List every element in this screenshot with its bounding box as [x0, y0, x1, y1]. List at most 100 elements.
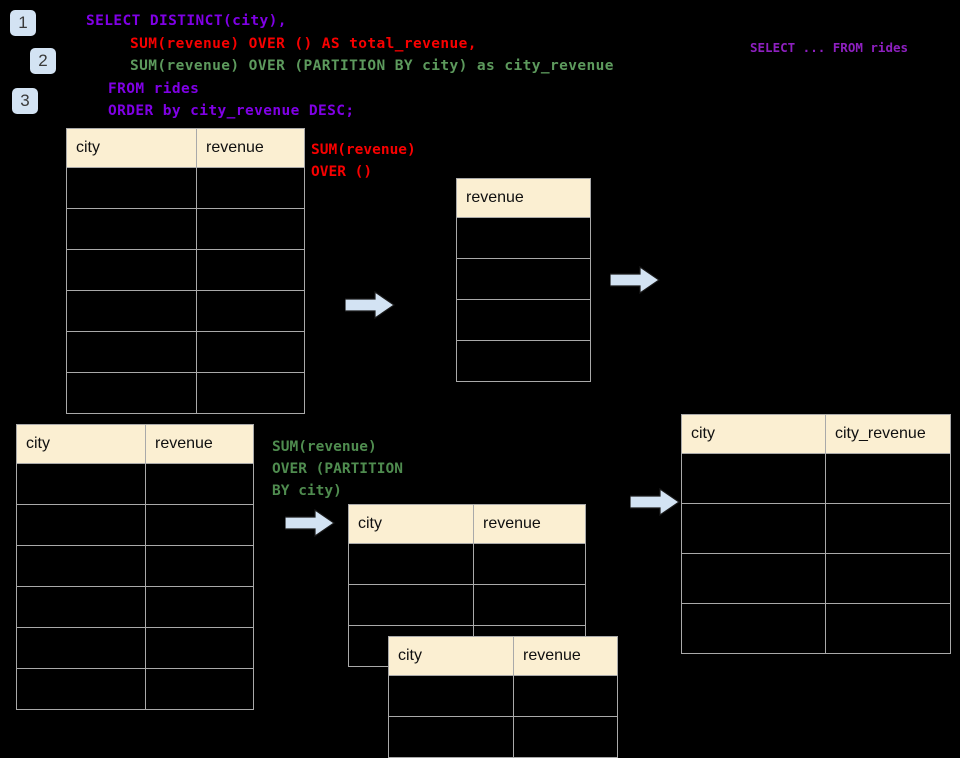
table-row: [681, 553, 951, 604]
cell-revenue: [145, 463, 254, 505]
column-header-revenue: revenue: [473, 504, 586, 544]
table-row: [16, 545, 254, 587]
table-row: [16, 586, 254, 628]
table-row: [16, 668, 254, 710]
sql-line-from-rides: FROM rides: [108, 81, 200, 97]
cell-city: [66, 208, 197, 250]
table-row: [16, 463, 254, 505]
cell-city-revenue: [825, 503, 951, 554]
annotation-sum-over-partition: SUM(revenue) OVER (PARTITION BY city): [272, 439, 403, 499]
table-row: [66, 249, 305, 291]
cell-revenue: [513, 716, 618, 758]
table-rides-bottom: city revenue: [16, 424, 254, 710]
step-badge-1: 1: [10, 10, 36, 36]
table-row: [681, 453, 951, 504]
cell-revenue: [196, 331, 305, 373]
cell-revenue: [196, 208, 305, 250]
arrow-right-icon: [345, 290, 395, 320]
cell-city: [16, 668, 146, 710]
cell-city: [66, 290, 197, 332]
cell-city: [66, 167, 197, 209]
cell-revenue: [473, 543, 586, 585]
table-row: [456, 299, 591, 341]
cell-revenue: [145, 586, 254, 628]
cell-city: [16, 504, 146, 546]
column-header-city: city: [681, 414, 826, 454]
cell-revenue: [145, 504, 254, 546]
table-row: [66, 290, 305, 332]
column-header-city: city: [16, 424, 146, 464]
cell-city-revenue: [825, 553, 951, 604]
table-row: [456, 258, 591, 300]
sql-line-sum-over-empty: SUM(revenue) OVER () AS total_revenue,: [130, 36, 477, 52]
cell-revenue: [456, 299, 591, 341]
sql-line-sum-over-partition: SUM(revenue) OVER (PARTITION BY city) as…: [130, 58, 614, 74]
cell-city-revenue: [825, 453, 951, 504]
label-select-from-rides: SELECT ... FROM rides: [750, 40, 909, 55]
table-row: [681, 603, 951, 654]
column-header-revenue: revenue: [513, 636, 618, 676]
cell-revenue: [473, 584, 586, 626]
table-row: [348, 584, 586, 626]
cell-city: [16, 586, 146, 628]
column-header-revenue: revenue: [196, 128, 305, 168]
cell-city-revenue: [825, 603, 951, 654]
cell-revenue: [145, 627, 254, 669]
column-header-city: city: [388, 636, 514, 676]
column-header-city: city: [348, 504, 474, 544]
sql-line-order-by: ORDER by city_revenue DESC;: [108, 103, 355, 119]
cell-revenue: [456, 340, 591, 382]
table-row: [388, 675, 618, 717]
arrow-right-icon: [630, 487, 680, 517]
table-row: [456, 217, 591, 259]
sql-line-select-distinct: SELECT DISTINCT(city),: [86, 13, 287, 29]
cell-city: [16, 545, 146, 587]
table-row: [66, 208, 305, 250]
cell-revenue: [456, 217, 591, 259]
table-row: [348, 543, 586, 585]
cell-city: [348, 584, 474, 626]
cell-city: [388, 675, 514, 717]
cell-city: [66, 372, 197, 414]
column-header-city: city: [66, 128, 197, 168]
step-badge-2: 2: [30, 48, 56, 74]
cell-city: [66, 331, 197, 373]
table-header-row: city revenue: [66, 128, 305, 168]
table-row: [66, 331, 305, 373]
step-badge-3: 3: [12, 88, 38, 114]
arrow-right-icon: [285, 508, 335, 538]
table-row: [681, 503, 951, 554]
table-header-row: city revenue: [388, 636, 618, 676]
table-total-revenue: revenue: [456, 178, 591, 382]
table-header-row: city revenue: [16, 424, 254, 464]
table-partition-group-front: city revenue: [388, 636, 618, 758]
column-header-city-revenue: city_revenue: [825, 414, 951, 454]
table-row: [66, 372, 305, 414]
table-header-row: city city_revenue: [681, 414, 951, 454]
cell-revenue: [196, 290, 305, 332]
table-row: [16, 627, 254, 669]
cell-revenue: [513, 675, 618, 717]
table-row: [388, 716, 618, 758]
cell-revenue: [456, 258, 591, 300]
cell-city: [681, 603, 826, 654]
cell-revenue: [196, 167, 305, 209]
table-result: city city_revenue: [681, 414, 951, 654]
cell-revenue: [196, 372, 305, 414]
cell-city: [348, 543, 474, 585]
cell-revenue: [145, 668, 254, 710]
cell-city: [681, 453, 826, 504]
cell-city: [681, 503, 826, 554]
cell-city: [16, 463, 146, 505]
table-rides-top: city revenue: [66, 128, 305, 414]
cell-revenue: [196, 249, 305, 291]
cell-city: [388, 716, 514, 758]
column-header-revenue: revenue: [456, 178, 591, 218]
arrow-right-icon: [610, 265, 660, 295]
cell-city: [681, 553, 826, 604]
annotation-sum-over-empty: SUM(revenue) OVER (): [311, 142, 416, 180]
table-header-row: city revenue: [348, 504, 586, 544]
column-header-revenue: revenue: [145, 424, 254, 464]
table-row: [456, 340, 591, 382]
cell-city: [66, 249, 197, 291]
